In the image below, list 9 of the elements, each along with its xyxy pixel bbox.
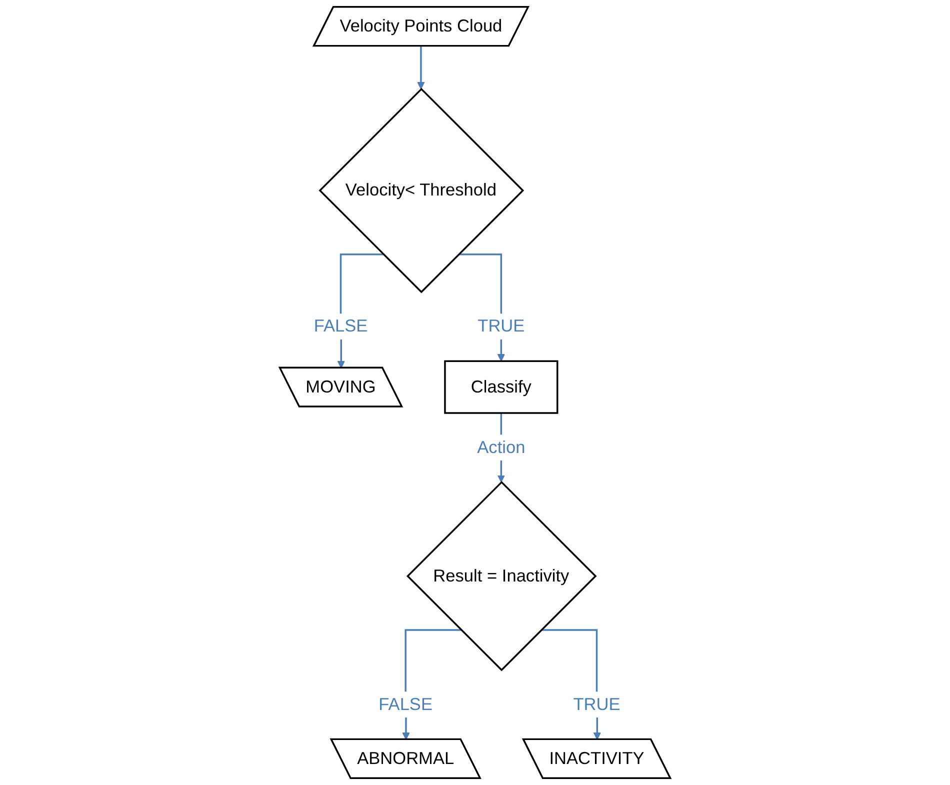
node-box: Classify [444, 360, 558, 414]
node-diamond: Result = Inactivity [406, 480, 597, 672]
edge-label: Action [477, 438, 526, 458]
edge-label: TRUE [573, 695, 620, 714]
node-diamond: Velocity< Threshold [318, 88, 524, 294]
edge-label: TRUE [478, 317, 525, 336]
edge-label: FALSE [314, 317, 368, 336]
arrow [417, 45, 425, 90]
edge-label: FALSE [378, 695, 433, 714]
